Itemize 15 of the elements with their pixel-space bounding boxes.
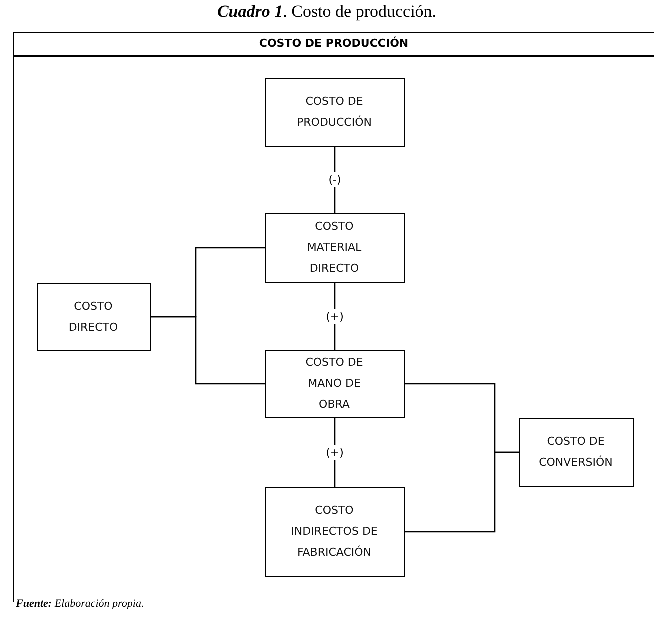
edge-label: (+) bbox=[324, 309, 346, 324]
cost-box: COSTO DE CONVERSIÓN bbox=[518, 418, 634, 486]
connector-line bbox=[334, 147, 336, 213]
cost-box: COSTO MATERIAL DIRECTO bbox=[264, 212, 404, 282]
figure-title: Cuadro 1. Costo de producción. bbox=[216, 2, 438, 22]
edge-label: (-) bbox=[326, 172, 344, 188]
table-header: COSTO DE PRODUCCIÓN bbox=[14, 33, 654, 57]
cost-box: COSTO DE MANO DE OBRA bbox=[264, 350, 404, 418]
source-note: Fuente: Elaboración propia. bbox=[16, 598, 144, 610]
edge-label: (+) bbox=[324, 445, 346, 460]
connector-line bbox=[405, 452, 519, 533]
connector-line bbox=[151, 316, 265, 385]
cost-box: COSTO INDIRECTOS DE FABRICACIÓN bbox=[264, 486, 404, 576]
cost-box: COSTO DIRECTO bbox=[36, 282, 150, 350]
cost-box: COSTO DE PRODUCCIÓN bbox=[264, 78, 404, 146]
